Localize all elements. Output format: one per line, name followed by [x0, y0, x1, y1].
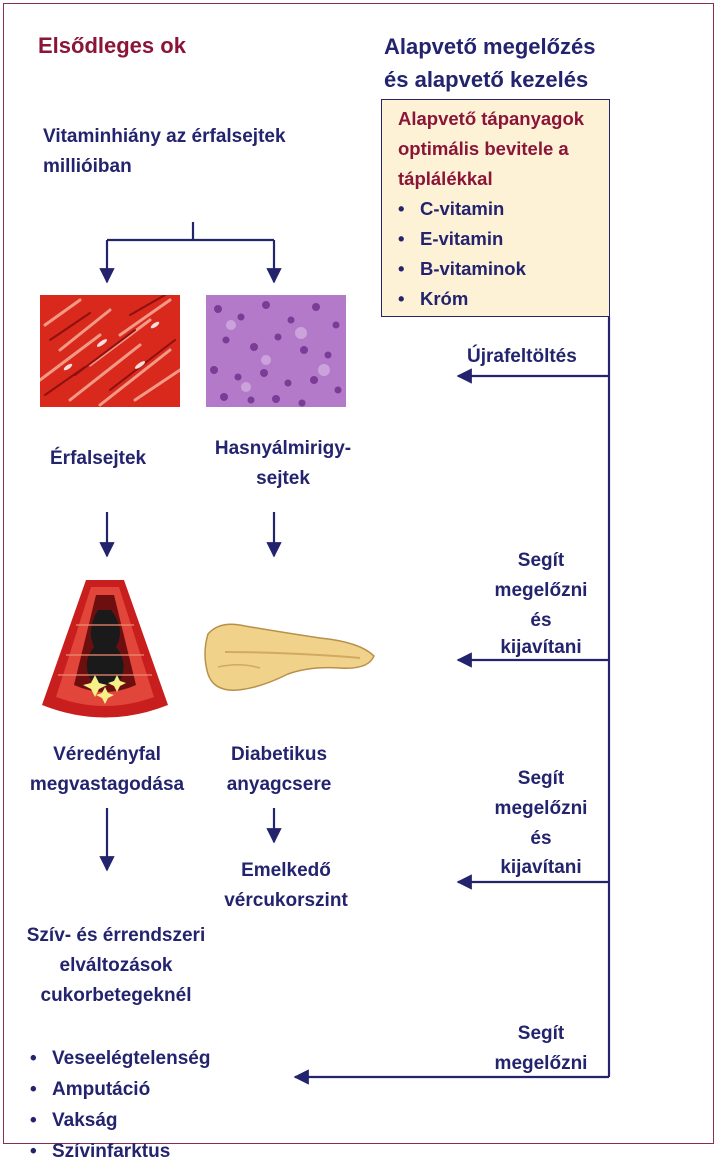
rising-glucose-line1: Emelkedő: [198, 855, 374, 886]
primary-cause-title: Elsődleges ok: [38, 30, 186, 61]
help1-line1: Segít: [478, 545, 604, 576]
vessel-cells-label: Érfalsejtek: [50, 443, 146, 474]
vessel-wall-line1: Véredényfal: [14, 739, 200, 770]
diabetic-metabolism-line2: anyagcsere: [203, 769, 355, 800]
pancreas-cells-label-line2: sejtek: [198, 463, 368, 494]
outcome-line3: cukorbetegeknél: [8, 980, 224, 1011]
nutrient-box-title-line3: táplálékkal: [398, 164, 609, 194]
help2-line4: kijavítani: [478, 852, 604, 883]
help1-line2: megelőzni: [478, 575, 604, 606]
outcome-list: Veseelégtelenség Amputáció Vakság Szívin…: [30, 1043, 210, 1167]
nutrient-box: Alapvető tápanyagok optimális bevitele a…: [381, 99, 610, 317]
outcome-line2: elváltozások: [8, 950, 224, 981]
rising-glucose-line2: vércukorszint: [198, 885, 374, 916]
refill-label: Újrafeltöltés: [467, 341, 577, 372]
help2-line1: Segít: [478, 763, 604, 794]
cause-line2: millióiban: [43, 151, 132, 182]
nutrient-item-vitamin-c: C-vitamin: [398, 194, 609, 224]
outcome-item-amputation: Amputáció: [30, 1074, 210, 1105]
nutrient-item-chromium: Króm: [398, 284, 609, 314]
help2-line3: és: [478, 823, 604, 854]
help3-line2: megelőzni: [478, 1048, 604, 1079]
nutrient-box-title-line2: optimális bevitele a: [398, 134, 609, 164]
help2-line2: megelőzni: [478, 793, 604, 824]
pancreas-cells-image: [206, 295, 346, 407]
outcome-line1: Szív- és érrendszeri: [8, 920, 224, 951]
cause-line1: Vitaminhiány az érfalsejtek: [43, 121, 286, 152]
nutrient-box-title-line1: Alapvető tápanyagok: [398, 104, 609, 134]
nutrient-item-vitamin-b: B-vitaminok: [398, 254, 609, 284]
pancreas-cells-label-line1: Hasnyálmirigy-: [198, 433, 368, 464]
help1-line4: kijavítani: [478, 632, 604, 663]
nutrient-list: C-vitamin E-vitamin B-vitaminok Króm: [398, 194, 609, 314]
outcome-item-blindness: Vakság: [30, 1105, 210, 1136]
diabetic-metabolism-line1: Diabetikus: [203, 739, 355, 770]
vessel-cells-image: [40, 295, 180, 407]
thickened-vessel-image: [36, 575, 174, 725]
vessel-wall-line2: megvastagodása: [14, 769, 200, 800]
outcome-item-kidney-failure: Veseelégtelenség: [30, 1043, 210, 1074]
outcome-item-heart-attack: Szívinfarktus: [30, 1136, 210, 1167]
prevention-title-line1: Alapvető megelőzés: [384, 30, 596, 63]
help3-line1: Segít: [478, 1018, 604, 1049]
pancreas-organ-image: [200, 612, 378, 696]
nutrient-item-vitamin-e: E-vitamin: [398, 224, 609, 254]
prevention-title-line2: és alapvető kezelés: [384, 63, 588, 96]
